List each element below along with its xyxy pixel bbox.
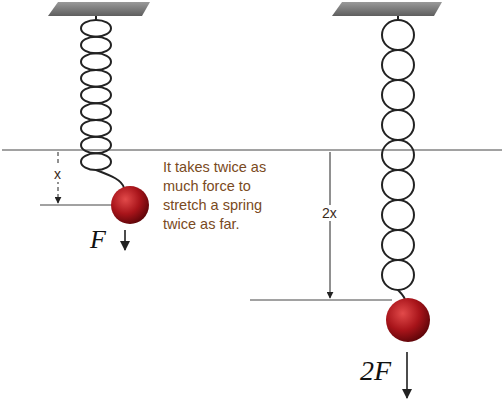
spring-coil [382,260,414,290]
spring-top [397,16,399,20]
force-label: 2F [360,356,391,386]
reference-line [2,150,502,151]
dimension-label: x [52,166,63,182]
spring-coil [81,20,111,37]
spring-coil [382,200,414,230]
dimension-label: 2x [320,205,339,221]
reference-line [40,205,120,206]
spring-coil [81,153,111,170]
force-arrow [406,352,408,398]
spring-coil [382,80,414,110]
spring-top [95,16,97,20]
spring-coil [81,37,111,54]
spring-coil [81,53,111,70]
spring-coil [382,20,414,50]
spring-coil [382,140,414,170]
dimension-arrow [330,152,331,298]
spring-coil [81,70,111,87]
spring-coil [382,110,414,140]
ceiling [332,2,442,16]
spring-coil [81,137,111,154]
spring-coil [382,170,414,200]
mass-ball [386,298,430,342]
spring-coil [81,103,111,120]
note-text: It takes twice as much force to stretch … [163,158,275,234]
force-arrow [124,230,126,250]
spring-coil [382,50,414,80]
spring-coil [81,120,111,137]
ceiling [48,2,150,16]
force-label: F [90,226,106,254]
spring-coil [81,87,111,104]
mass-ball [111,186,149,224]
spring-coil [382,230,414,260]
reference-line [250,300,392,301]
spring-coils [81,16,414,290]
spring-hook [96,170,124,188]
